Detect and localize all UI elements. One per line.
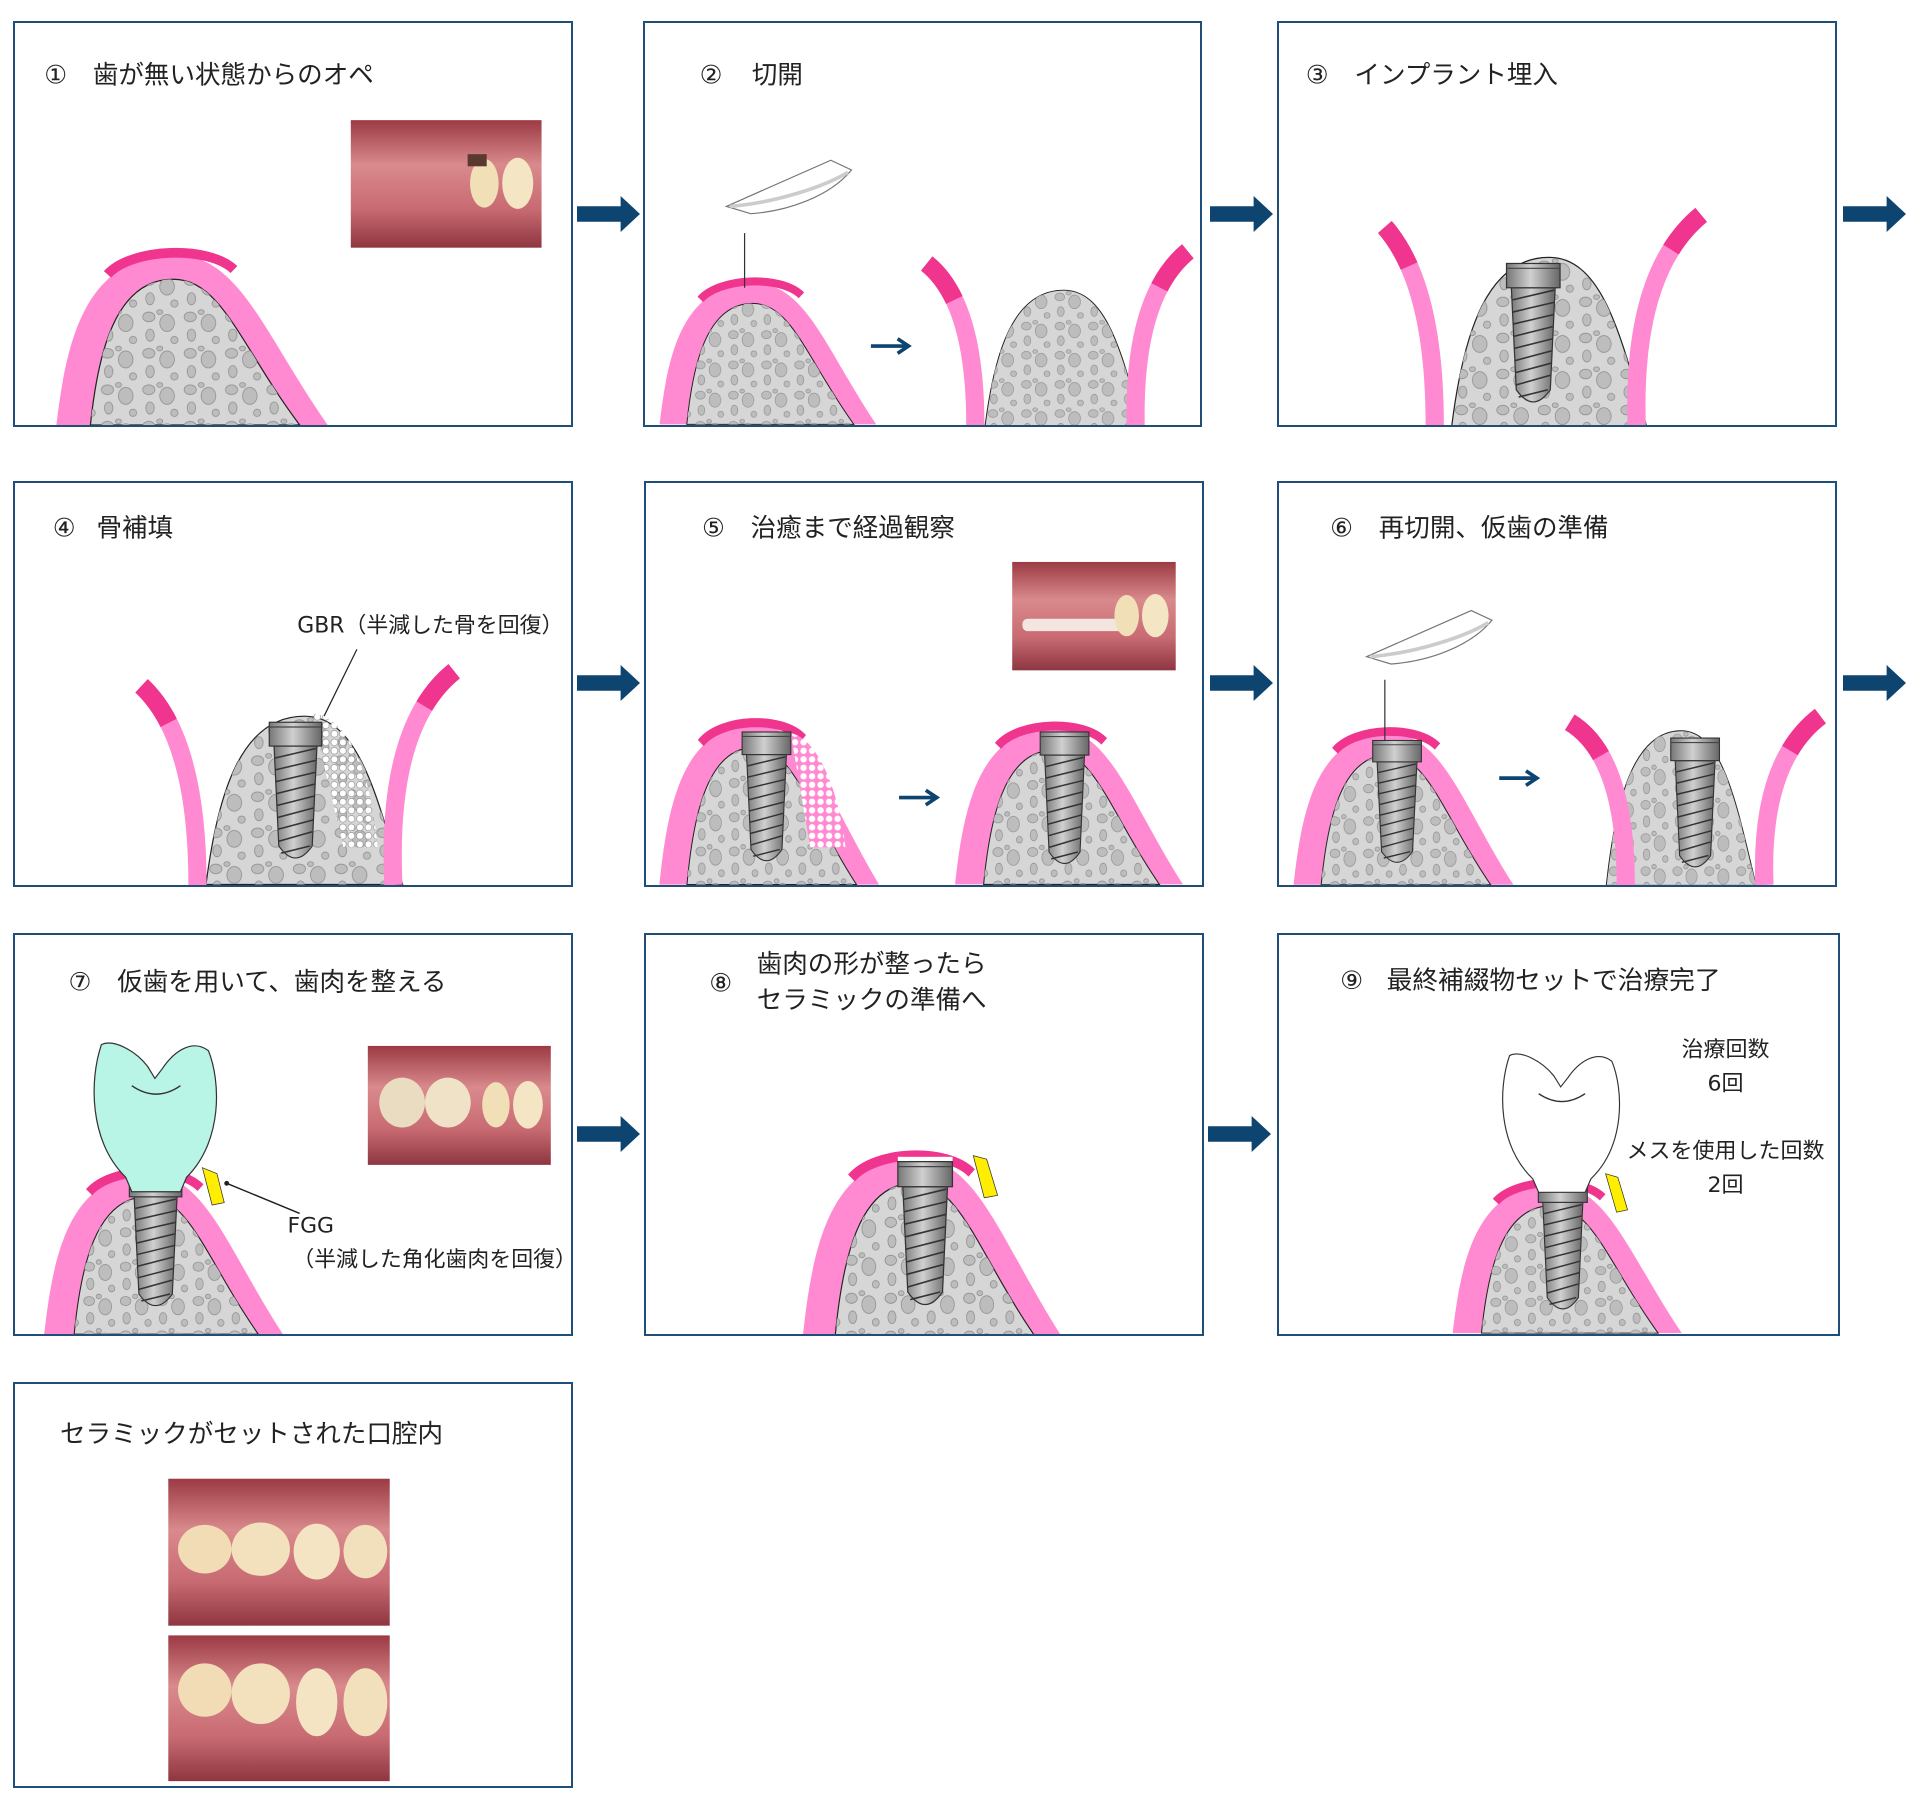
gum-flap-edge: [135, 679, 207, 885]
right-arrow-icon: [577, 196, 640, 232]
step-3-number: ③: [1306, 61, 1329, 91]
fgg-sublabel: （半減した角化歯肉を回復）: [292, 1248, 571, 1273]
step-3-panel: ③ インプラント埋入: [1277, 21, 1837, 427]
result-title: セラミックがセットされた口腔内: [60, 1419, 443, 1449]
right-arrow-icon: [1843, 196, 1906, 232]
step-8-number: ⑧: [709, 968, 732, 998]
clinical-photo: [350, 120, 542, 248]
scalpel-icon: [1364, 608, 1494, 666]
clinical-photo: [1012, 561, 1176, 671]
fgg-label: FGG: [288, 1214, 335, 1239]
temporary-crown-icon: [93, 1042, 218, 1193]
step-7-title: 仮歯を用いて、歯肉を整える: [117, 967, 446, 997]
gum-flap-edge: [1627, 207, 1708, 425]
gum-flap-edge: [383, 664, 461, 885]
result-panel: セラミックがセットされた口腔内: [13, 1382, 573, 1788]
step-5-title: 治癒まで経過観察: [751, 513, 955, 543]
small-right-arrow-icon: [1497, 769, 1539, 788]
scalpel-count-label: メスを使用した回数: [1626, 1139, 1824, 1164]
leader-dot: [224, 1180, 230, 1186]
scalpel-count-value: 2回: [1707, 1173, 1743, 1198]
gum-flap-edge: [1377, 221, 1444, 425]
step-5-panel: ⑤ 治癒まで経過観察: [644, 481, 1204, 887]
clinical-photo-bottom: [168, 1635, 390, 1782]
step-9-panel: ⑨ 最終補綴物セットで治療完了 治療回数 6回 メスを使用した回数 2回: [1277, 933, 1840, 1336]
step-4-title: 骨補填: [97, 513, 174, 543]
scalpel-icon: [724, 158, 854, 216]
gbr-label: GBR（半減した骨を回復）: [297, 613, 563, 638]
gum-flap-edge: [1564, 714, 1635, 885]
right-arrow-icon: [577, 665, 640, 701]
bone-graft-particles: [790, 733, 846, 848]
step-8-panel: ⑧ 歯肉の形が整ったら セラミックの準備へ: [644, 933, 1204, 1336]
bone-illustration: [984, 289, 1143, 425]
right-arrow-icon: [1843, 665, 1906, 701]
ridge-illustration: [660, 281, 877, 424]
step-9-title: 最終補綴物セットで治療完了: [1387, 966, 1721, 996]
final-crown-icon: [1501, 1053, 1621, 1194]
step-1-title: 歯が無い状態からのオペ: [93, 61, 374, 91]
right-arrow-icon: [1210, 665, 1273, 701]
step-6-title: 再切開、仮歯の準備: [1379, 513, 1609, 543]
ridge-illustration: [56, 253, 327, 425]
right-arrow-icon: [1210, 196, 1273, 232]
right-arrow-icon: [577, 1116, 640, 1152]
fgg-graft: [972, 1155, 999, 1199]
step-2-panel: ② 切開: [643, 21, 1202, 427]
step-7-panel: ⑦ 仮歯を用いて、歯肉を整える FGG （半減した角化歯肉を回復）: [13, 933, 573, 1336]
leader-line: [323, 649, 358, 717]
leader-line: [226, 1182, 300, 1215]
step-2-number: ②: [700, 61, 723, 91]
fgg-graft: [1605, 1173, 1629, 1213]
step-2-title: 切開: [752, 61, 803, 91]
step-1-number: ①: [44, 61, 67, 91]
step-8-title-line1: 歯肉の形が整ったら: [757, 948, 987, 978]
step-4-number: ④: [53, 513, 76, 543]
step-4-panel: ④ 骨補填 GBR（半減した骨を回復）: [13, 481, 573, 887]
gum-flap-edge: [1126, 244, 1194, 425]
small-right-arrow-icon: [869, 336, 911, 356]
treatment-count-value: 6回: [1707, 1072, 1743, 1097]
step-8-title-line2: セラミックの準備へ: [757, 985, 987, 1015]
right-arrow-icon: [1208, 1116, 1271, 1152]
bone-graft-particles: [311, 713, 378, 848]
gum-flap-edge: [920, 256, 985, 425]
fgg-graft: [201, 1167, 225, 1206]
step-3-title: インプラント埋入: [1354, 61, 1558, 91]
step-9-number: ⑨: [1340, 966, 1363, 996]
treatment-count-label: 治療回数: [1681, 1038, 1769, 1063]
step-7-number: ⑦: [69, 967, 92, 997]
clinical-photo: [367, 1045, 551, 1165]
step-1-panel: ① 歯が無い状態からのオペ: [13, 21, 573, 427]
small-right-arrow-icon: [897, 788, 939, 807]
gum-flap-edge: [1754, 708, 1827, 885]
step-6-number: ⑥: [1330, 513, 1353, 543]
step-6-panel: ⑥ 再切開、仮歯の準備: [1277, 481, 1837, 887]
step-5-number: ⑤: [702, 513, 725, 543]
clinical-photo-top: [168, 1478, 390, 1626]
